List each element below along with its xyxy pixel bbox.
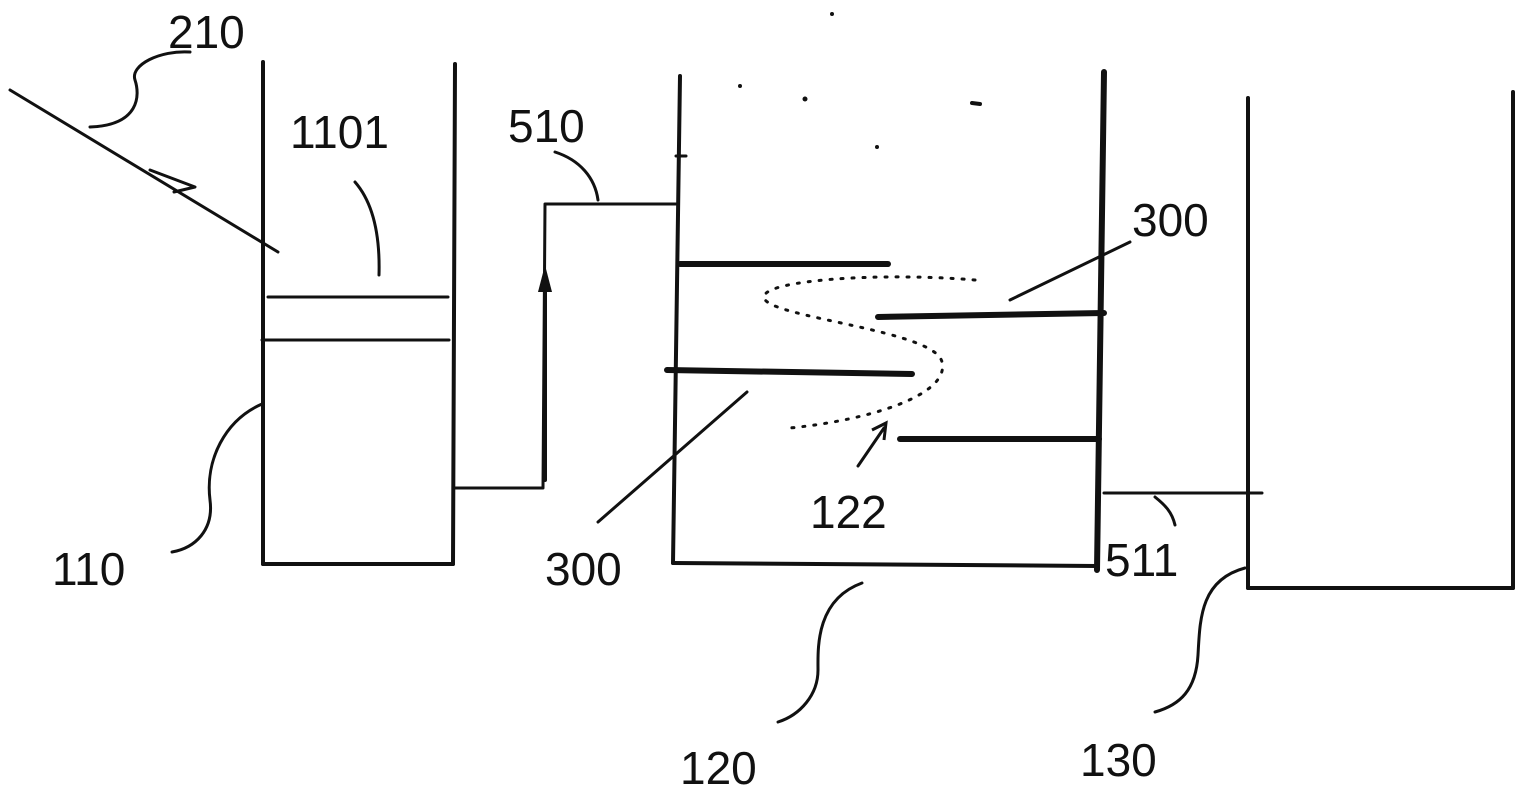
inlet-arrow-icon xyxy=(148,168,197,194)
up-arrow-icon xyxy=(538,265,552,292)
baffle-3 xyxy=(664,367,915,377)
label-511: 511 xyxy=(1105,534,1178,586)
leader-210 xyxy=(88,50,192,129)
label-122: 122 xyxy=(810,486,887,538)
leader-510 xyxy=(553,150,600,202)
connector-510-pipe xyxy=(453,202,678,490)
tank-110-right-wall xyxy=(451,62,457,566)
tank-110 xyxy=(260,60,457,566)
speck xyxy=(875,145,879,149)
leader-130 xyxy=(1153,566,1247,714)
speck xyxy=(802,96,808,102)
speck xyxy=(970,101,982,106)
label-130: 130 xyxy=(1080,734,1157,786)
tank-120-left-wall xyxy=(671,74,682,565)
tank-130 xyxy=(1246,90,1515,590)
label-120: 120 xyxy=(680,742,757,794)
label-110: 110 xyxy=(52,543,125,595)
baffle-2 xyxy=(875,310,1107,320)
leader-300-top xyxy=(1008,240,1132,302)
label-1101: 1101 xyxy=(290,106,389,158)
inlet-line xyxy=(8,88,280,254)
tank-120 xyxy=(664,69,1107,573)
tank-120-bottom xyxy=(671,561,1099,568)
leader-300-bottom xyxy=(596,390,749,524)
leader-1101 xyxy=(353,180,381,277)
leader-120 xyxy=(776,581,864,724)
inlet-210 xyxy=(8,88,280,254)
leader-110 xyxy=(170,402,264,554)
arrow-122-icon xyxy=(871,420,888,441)
leader-511 xyxy=(1153,495,1177,527)
flow-path-122 xyxy=(762,275,977,430)
label-210: 210 xyxy=(168,6,245,58)
label-300-bottom: 300 xyxy=(545,543,622,595)
connector-510 xyxy=(453,202,678,490)
label-300-top: 300 xyxy=(1132,194,1209,246)
label-510: 510 xyxy=(508,100,585,152)
speck xyxy=(738,84,742,88)
tank-120-right-wall xyxy=(1094,69,1107,573)
speck xyxy=(830,12,834,16)
leader-122 xyxy=(856,426,886,468)
